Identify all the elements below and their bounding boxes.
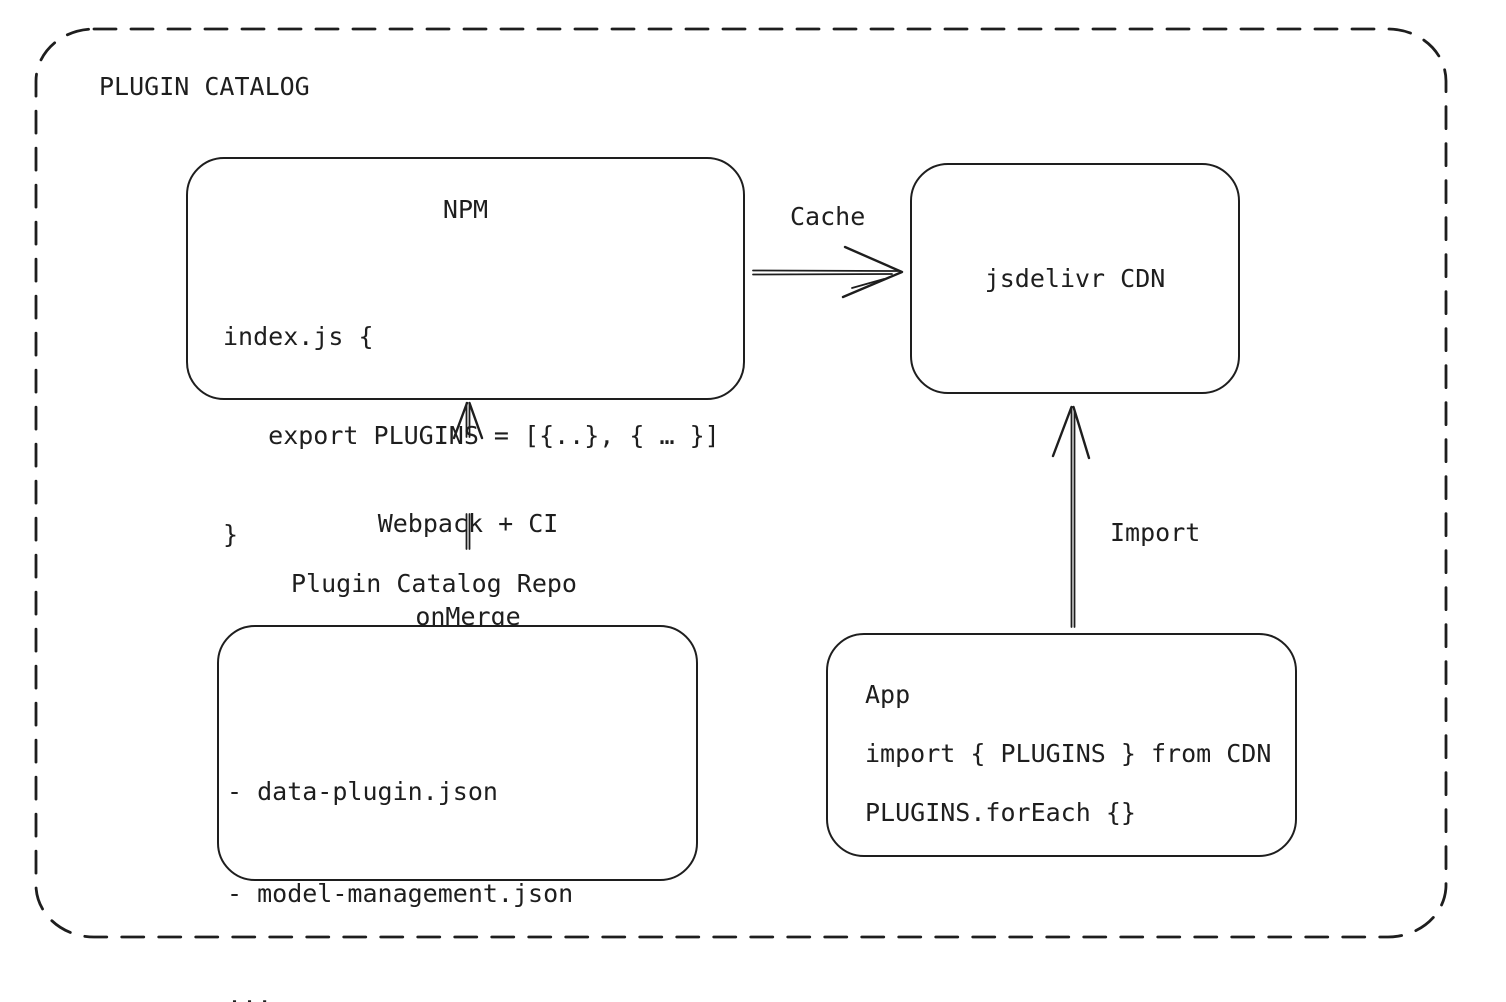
node-repo: - data-plugin.json - model-management.js…	[217, 625, 698, 1002]
repo-node-title: Plugin Catalog Repo	[291, 569, 577, 598]
cache-arrow	[752, 245, 904, 299]
app-code-line: import { PLUGINS } from CDN	[865, 739, 1272, 768]
app-code-line: PLUGINS.forEach {}	[865, 798, 1136, 827]
repo-file-list: - data-plugin.json - model-management.js…	[227, 707, 573, 1002]
repo-file-item: - model-management.json	[227, 879, 574, 908]
node-npm: NPM index.js { export PLUGINS = [{..}, {…	[186, 157, 745, 549]
npm-code-line: export PLUGINS = [{..}, { … }]	[223, 421, 720, 450]
import-arrow	[1051, 405, 1091, 628]
cache-edge-label: Cache	[790, 202, 866, 231]
npm-node-title: NPM	[442, 195, 489, 224]
catalog-frame-title: PLUGIN CATALOG	[99, 72, 310, 101]
build-edge-label-line: Webpack + CI	[377, 509, 559, 538]
cdn-node-label: jsdelivr CDN	[984, 264, 1166, 293]
npm-code-block: index.js { export PLUGINS = [{..}, { … }…	[223, 254, 720, 617]
npm-code-line: index.js {	[223, 322, 374, 351]
npm-code-line: }	[223, 520, 239, 549]
repo-file-item: - data-plugin.json	[227, 777, 498, 806]
repo-file-item: ...	[227, 981, 273, 1002]
build-arrow	[452, 401, 484, 550]
catalog-frame-border	[34, 27, 1448, 939]
app-content: App import { PLUGINS } from CDN PLUGINS.…	[865, 680, 1271, 857]
node-cdn: jsdelivr CDN	[910, 163, 1240, 394]
node-app: App import { PLUGINS } from CDN PLUGINS.…	[826, 633, 1297, 857]
app-node-title: App	[865, 680, 911, 709]
import-edge-label: Import	[1110, 518, 1201, 547]
